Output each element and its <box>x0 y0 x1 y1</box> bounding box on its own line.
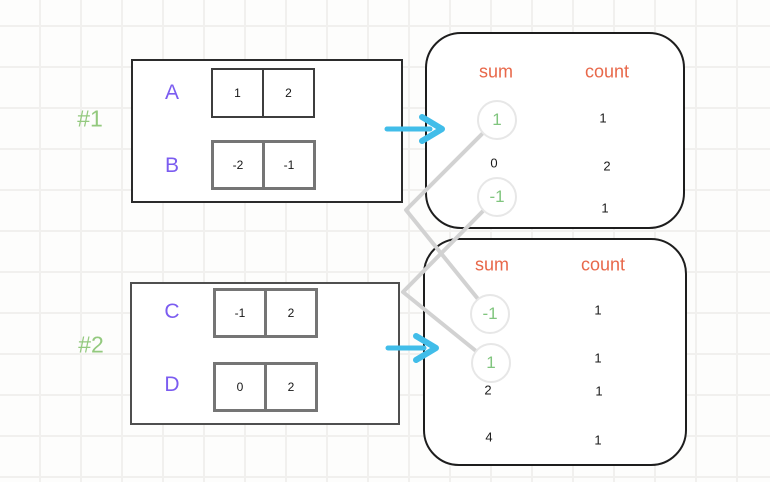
array-a-cell-0: 1 <box>211 68 264 118</box>
result-2-sum-header: sum <box>474 254 510 275</box>
array-c-cells: -1 2 <box>213 288 318 338</box>
example-2-tag: #2 <box>78 331 104 358</box>
result-2-sum-highlight-circle: 1 <box>471 343 511 383</box>
array-d-cell-0: 0 <box>213 362 267 412</box>
array-d-cell-1: 2 <box>264 362 318 412</box>
example-1-tag: #1 <box>77 105 103 132</box>
result-1-count-value: 1 <box>599 110 607 126</box>
result-2-sum-highlight-circle: -1 <box>470 294 510 334</box>
result-1-sum-value: 0 <box>490 155 498 171</box>
result-1-count-value: 2 <box>603 158 611 174</box>
array-b-cells: -2 -1 <box>211 140 316 190</box>
result-1-sum-highlight-circle: -1 <box>477 177 517 217</box>
array-c-cell-1: 2 <box>264 288 318 338</box>
array-b-cell-1: -1 <box>262 140 316 190</box>
array-b-label: B <box>164 154 180 177</box>
result-1-sum-header: sum <box>478 61 514 82</box>
array-d-cells: 0 2 <box>213 362 318 412</box>
result-1-sum-highlight-circle: 1 <box>477 100 517 140</box>
array-d-label: D <box>164 373 180 396</box>
result-2-count-value: 1 <box>595 383 603 399</box>
result-2-count-value: 1 <box>594 432 602 448</box>
result-2-count-header: count <box>580 254 626 275</box>
result-1-count-header: count <box>584 61 630 82</box>
result-2-sum-value: 4 <box>485 429 493 445</box>
result-1-count-value: 1 <box>601 200 609 216</box>
array-a-label: A <box>164 81 180 104</box>
example-2-box: C -1 2 D 0 2 <box>130 282 400 425</box>
array-a-cell-1: 2 <box>262 68 315 118</box>
result-2-count-value: 1 <box>594 302 602 318</box>
array-b-cell-0: -2 <box>211 140 265 190</box>
result-2-sum-value: 2 <box>484 382 492 398</box>
array-a-cells: 1 2 <box>211 68 315 118</box>
result-1-box: sum count 1 1 0 2 -1 1 <box>425 32 685 229</box>
array-c-cell-0: -1 <box>213 288 267 338</box>
example-1-box: A 1 2 B -2 -1 <box>131 59 403 203</box>
result-2-box: sum count -1 1 1 1 2 1 4 1 <box>423 238 687 466</box>
result-2-count-value: 1 <box>594 350 602 366</box>
array-c-label: C <box>164 300 180 323</box>
